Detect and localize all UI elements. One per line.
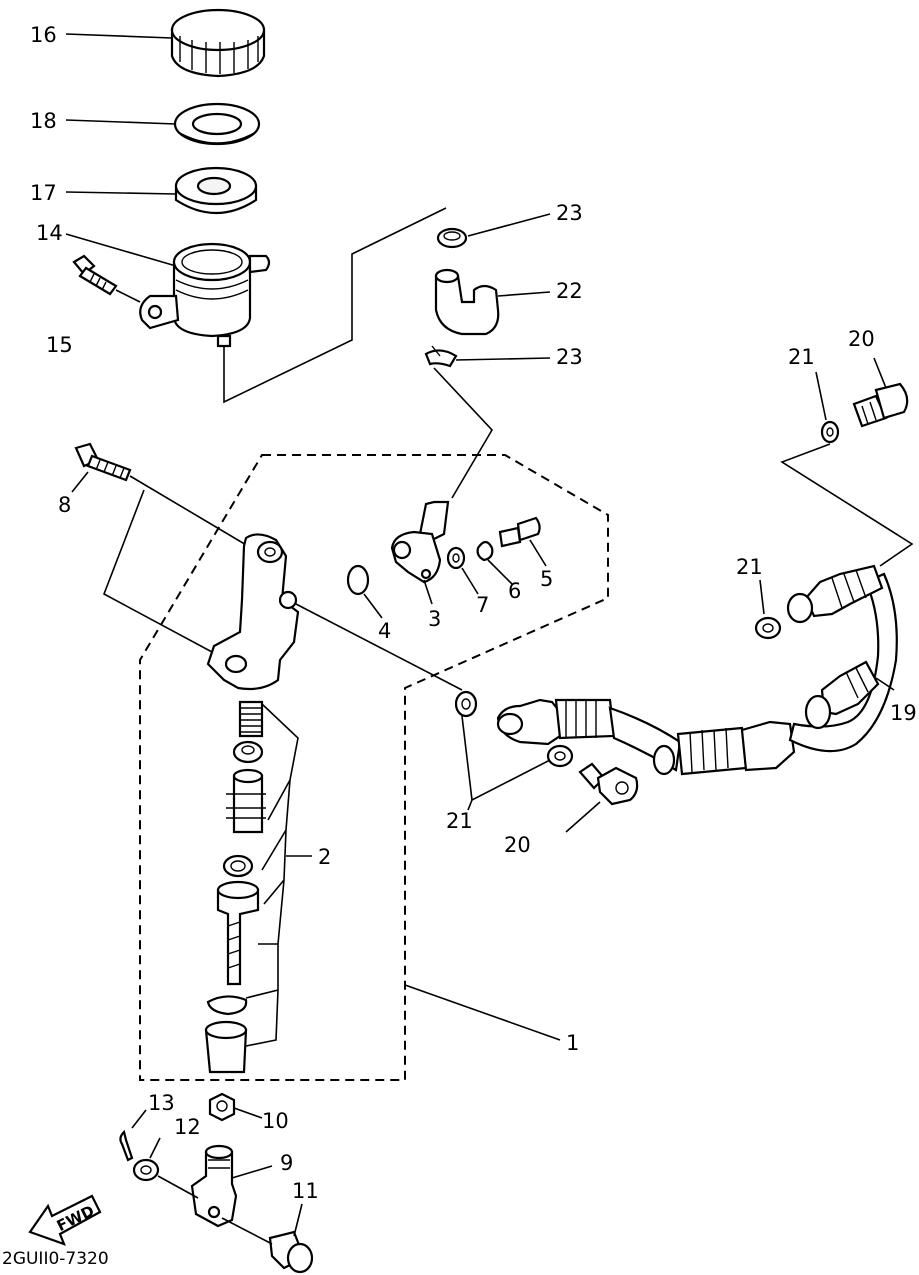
leader-13 — [131, 1109, 147, 1129]
part-19-brake-hose — [496, 564, 898, 776]
label-10: 10 — [262, 1109, 289, 1133]
leader-6 — [487, 559, 513, 585]
connector-bolt20-hose — [780, 443, 914, 567]
assembly-outline-1 — [139, 454, 609, 1081]
leader-23-upper — [467, 213, 551, 237]
leader-12 — [157, 1175, 199, 1199]
connector-bolt8-body — [129, 475, 249, 547]
leader-19 — [875, 677, 895, 691]
label-13: 13 — [148, 1091, 175, 1115]
label-21-center: 21 — [446, 809, 473, 833]
part-9-clevis — [190, 1144, 238, 1228]
leader-23-lower — [455, 357, 551, 361]
label-16: 16 — [30, 23, 57, 47]
label-19: 19 — [890, 701, 917, 725]
part-21-washer-lower — [546, 744, 574, 768]
label-23-upper: 23 — [556, 201, 583, 225]
part-8-bolt — [74, 442, 132, 482]
leader-20-top-right — [873, 357, 887, 389]
part-5-bolt — [498, 516, 541, 548]
leader-17 — [65, 191, 177, 195]
part-7-washer — [446, 546, 466, 570]
leader-5 — [529, 539, 547, 567]
part-20-union-bolt-center — [578, 762, 639, 806]
leader-8 — [71, 471, 89, 493]
label-21-top-right: 21 — [788, 345, 815, 369]
part-16-cap — [170, 8, 266, 78]
label-17: 17 — [30, 181, 57, 205]
label-5: 5 — [540, 567, 553, 591]
part-17-plate — [174, 166, 258, 215]
fwd-arrow-icon: FWD — [28, 1194, 102, 1246]
label-7: 7 — [476, 593, 489, 617]
label-9: 9 — [280, 1151, 293, 1175]
leader-1 — [404, 984, 561, 1041]
label-18: 18 — [30, 109, 57, 133]
part-21-washer-top-right — [820, 420, 840, 444]
label-12: 12 — [174, 1115, 201, 1139]
label-6: 6 — [508, 579, 521, 603]
label-21-right-mid: 21 — [736, 555, 763, 579]
leader-21-center — [467, 799, 473, 811]
connector-bolt8-loop — [103, 489, 213, 653]
part-23-clamp-lower — [424, 345, 458, 368]
leader-9 — [231, 1165, 273, 1179]
label-15: 15 — [46, 333, 73, 357]
label-14: 14 — [36, 221, 63, 245]
leader-11 — [221, 1217, 273, 1245]
leader-14 — [65, 233, 177, 267]
leader-16 — [65, 33, 173, 39]
leader-10 — [233, 1107, 263, 1119]
part-11-pin — [268, 1230, 314, 1274]
leader-15 — [115, 289, 141, 303]
part-15-bolt — [72, 254, 118, 296]
leader-12-label — [149, 1137, 161, 1159]
part-6-spring-washer — [476, 540, 494, 562]
part-master-cylinder-body — [206, 533, 300, 691]
leader-18 — [65, 119, 177, 125]
leader-3 — [423, 579, 433, 605]
label-20-top-right: 20 — [848, 327, 875, 351]
connector-reservoir-hose — [223, 207, 447, 404]
label-8: 8 — [58, 493, 71, 517]
label-22: 22 — [556, 279, 583, 303]
part-21-washer-right-mid — [754, 616, 782, 640]
diagram-code: 2GUII0-7320 — [2, 1249, 109, 1269]
label-11: 11 — [292, 1179, 319, 1203]
part-22-hose — [434, 268, 500, 336]
part-4-o-ring — [346, 564, 370, 596]
part-13-cotter-pin — [119, 1129, 134, 1162]
part-10-nut — [208, 1092, 236, 1122]
part-18-diaphragm — [173, 102, 261, 146]
part-21-washer-center — [454, 690, 478, 718]
part-12-washer — [132, 1158, 160, 1182]
part-2-piston-kit — [204, 700, 266, 1074]
connector-body-hose — [295, 603, 463, 691]
label-3: 3 — [428, 607, 441, 631]
leader-21-top-right — [815, 371, 827, 421]
leader-4 — [363, 593, 383, 619]
connector-hose-elbow — [433, 367, 493, 499]
part-20-union-bolt-top-right — [852, 382, 909, 428]
part-14-reservoir — [139, 242, 271, 348]
leader-7 — [461, 567, 479, 595]
part-3-hose-joint — [390, 500, 450, 584]
leader-20-center — [565, 801, 601, 833]
label-23-lower: 23 — [556, 345, 583, 369]
leader-2-bracket — [245, 703, 312, 1047]
leader-22 — [497, 291, 551, 297]
label-1: 1 — [566, 1031, 579, 1055]
leader-21-right-mid — [759, 579, 765, 615]
part-23-clamp-upper — [436, 227, 468, 249]
leader-11-label — [293, 1203, 303, 1237]
label-20-center: 20 — [504, 833, 531, 857]
label-4: 4 — [378, 619, 391, 643]
label-2: 2 — [318, 845, 331, 869]
